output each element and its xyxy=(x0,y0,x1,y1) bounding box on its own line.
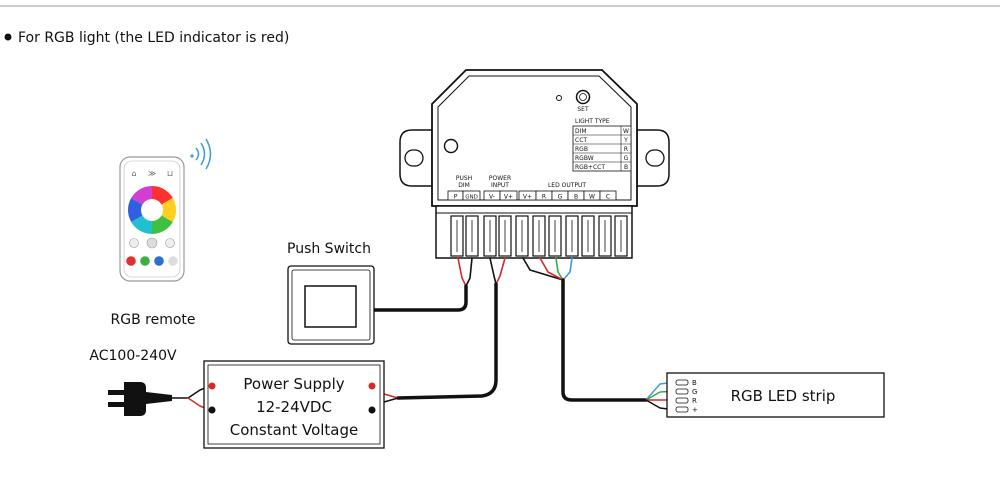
light-type-name: RGBW xyxy=(575,155,594,162)
power-supply: Power Supply 12-24VDC Constant Voltage xyxy=(203,360,385,449)
terminal-label: GND xyxy=(465,195,478,201)
right-icon xyxy=(165,238,175,248)
plug-icon xyxy=(108,382,172,416)
strip-pin-label: R xyxy=(692,397,697,405)
terminal-slots xyxy=(450,215,628,257)
push-switch xyxy=(287,265,375,345)
strip-pin-label: G xyxy=(692,388,697,396)
led-strip-label: RGB LED strip xyxy=(731,387,836,405)
light-type-code: B xyxy=(624,164,628,171)
terminal-label: W xyxy=(589,194,595,201)
ps-line-1: Power Supply xyxy=(243,375,344,393)
rgb-remote: ⌂ ≫ ⊔ xyxy=(119,138,212,282)
rgb-led-strip: B G R + RGB LED strip xyxy=(666,372,885,418)
terminal-label: B xyxy=(574,194,578,201)
light-type-code: G xyxy=(624,155,629,162)
controller-body xyxy=(431,69,638,207)
strip-pad xyxy=(675,388,689,395)
save-icon: ⊔ xyxy=(167,169,173,178)
terminal-labels: P GND V- V+ V+ R G B W C xyxy=(447,190,617,201)
terminal-label: P xyxy=(454,194,458,201)
light-type-code: R xyxy=(624,146,628,153)
blue-button-icon xyxy=(154,256,164,266)
terminal-label: R xyxy=(542,194,546,201)
controller: SET LIGHT TYPE DIM CCT RGB RGBW RGB+CCT … xyxy=(399,69,670,259)
ps-line-3: Constant Voltage xyxy=(230,421,358,439)
light-type-table: DIM CCT RGB RGBW RGB+CCT W Y R G B xyxy=(572,125,632,172)
led-indicator-icon xyxy=(556,95,562,101)
ps-input-terminal xyxy=(208,406,216,414)
terminal-label: G xyxy=(558,194,563,201)
light-type-name: RGB xyxy=(575,146,588,153)
remote-label: RGB remote xyxy=(111,312,196,328)
red-button-icon xyxy=(126,256,136,266)
terminal-label: V+ xyxy=(504,194,513,201)
set-label: SET xyxy=(577,106,589,113)
strip-pad xyxy=(675,379,689,386)
light-type-title: LIGHT TYPE xyxy=(575,118,610,125)
speed-icon: ≫ xyxy=(148,169,156,178)
push-switch-label: Push Switch xyxy=(287,241,371,257)
power-input-label: INPUT xyxy=(491,182,509,189)
left-icon xyxy=(129,238,139,248)
green-button-icon xyxy=(140,256,150,266)
ps-output-terminal xyxy=(368,406,376,414)
mains-label: AC100-240V xyxy=(89,348,177,364)
screw-hole-icon xyxy=(443,138,459,154)
light-type-name: DIM xyxy=(575,128,587,135)
ps-line-2: 12-24VDC xyxy=(256,398,332,416)
ps-input-terminal xyxy=(208,382,216,390)
home-icon: ⌂ xyxy=(131,169,136,178)
bullet-icon xyxy=(4,33,12,41)
push-dim-label: PUSH xyxy=(456,175,472,182)
light-type-code: Y xyxy=(623,137,628,144)
color-wheel-icon xyxy=(127,186,177,234)
strip-pin-label: B xyxy=(692,379,697,387)
strip-pad xyxy=(675,406,689,413)
terminal-label: V+ xyxy=(523,194,532,201)
heading-text: For RGB light (the LED indicator is red) xyxy=(18,30,289,46)
white-button-icon xyxy=(168,256,178,266)
strip-pad xyxy=(675,397,689,404)
terminal-label: V- xyxy=(489,194,495,201)
power-icon xyxy=(146,237,158,249)
light-type-name: RGB+CCT xyxy=(575,164,605,171)
terminal-label: C xyxy=(606,194,610,201)
push-dim-label: DIM xyxy=(458,182,470,189)
power-input-label: POWER xyxy=(489,175,511,182)
ps-output-terminal xyxy=(368,382,376,390)
wireless-signal-icon xyxy=(195,147,200,161)
light-type-name: CCT xyxy=(575,137,587,144)
light-type-code: W xyxy=(623,128,629,135)
switch-button xyxy=(304,285,357,328)
strip-pin-label: + xyxy=(692,406,698,414)
led-output-label: LED OUTPUT xyxy=(548,182,586,189)
